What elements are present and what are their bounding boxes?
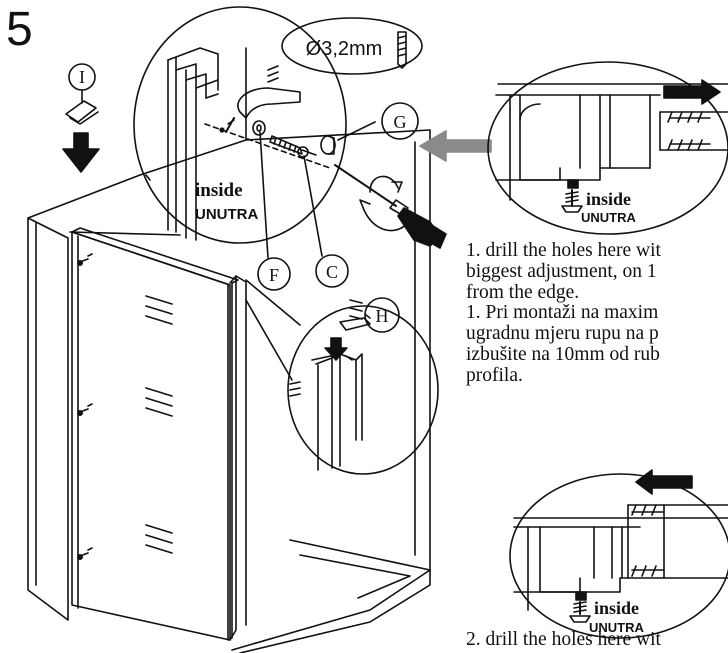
part-h-circle (364, 297, 400, 333)
instruction-en-1-line-3: from the edge. (466, 282, 580, 303)
instruction-en-1-line-1: 1. drill the holes here wit (466, 240, 661, 261)
rotate-arrow-icon (369, 175, 399, 193)
drill-spec-bubble (281, 17, 423, 75)
instruction-hr-1-line-4: profila. (466, 365, 523, 386)
instruction-hr-1-line-2: ugradnu mjeru rupu na p (466, 323, 659, 344)
instruction-hr-1-line-3: izbušite na 10mm od rub (466, 344, 660, 365)
label-part-g: G (394, 112, 407, 132)
inside-label-section-2: inside (594, 598, 639, 618)
section-detail-circle-1 (487, 61, 728, 235)
down-arrow-icon (62, 132, 100, 173)
part-i-group (62, 63, 100, 173)
gray-arrow-icon (419, 130, 492, 162)
cap-h-icon (339, 317, 371, 331)
h-detail-circle (287, 297, 439, 475)
label-part-c: C (326, 262, 338, 282)
part-c-circle (315, 254, 349, 288)
drill-spec-text: Ø3,2mm (306, 38, 383, 60)
part-g-group (320, 102, 419, 155)
instruction-en-1-line-2: biggest adjustment, on 1 (466, 261, 657, 282)
instruction-en-2-line-1: 2. drill the holes here wit (466, 629, 661, 650)
washer-f-icon (252, 120, 266, 136)
top-detail-circle (133, 6, 347, 244)
cap-g-icon (320, 135, 336, 155)
label-part-i: I (79, 67, 85, 87)
unutra-label-section-1: UNUTRA (581, 210, 636, 225)
label-part-h: H (376, 306, 389, 326)
screwdriver-group (334, 164, 447, 249)
part-i-cap-icon (65, 100, 97, 123)
part-f-circle (257, 257, 291, 291)
unutra-label-top: UNUTRA (195, 206, 258, 223)
section-detail-circle-2 (509, 469, 728, 639)
step-number: 5 (6, 3, 33, 56)
inside-label-section-1: inside (586, 189, 631, 209)
shower-door-panel (71, 227, 363, 641)
instruction-hr-1-line-1: 1. Pri montaži na maxim (466, 302, 659, 323)
wall-structure (27, 47, 431, 653)
unutra-label-section-2: UNUTRA (589, 620, 644, 635)
left-arrow-icon (635, 469, 693, 495)
inside-label-top: inside (195, 180, 243, 201)
label-part-f: F (269, 265, 279, 285)
drill-icon (237, 87, 301, 119)
right-arrow-icon (663, 79, 721, 105)
